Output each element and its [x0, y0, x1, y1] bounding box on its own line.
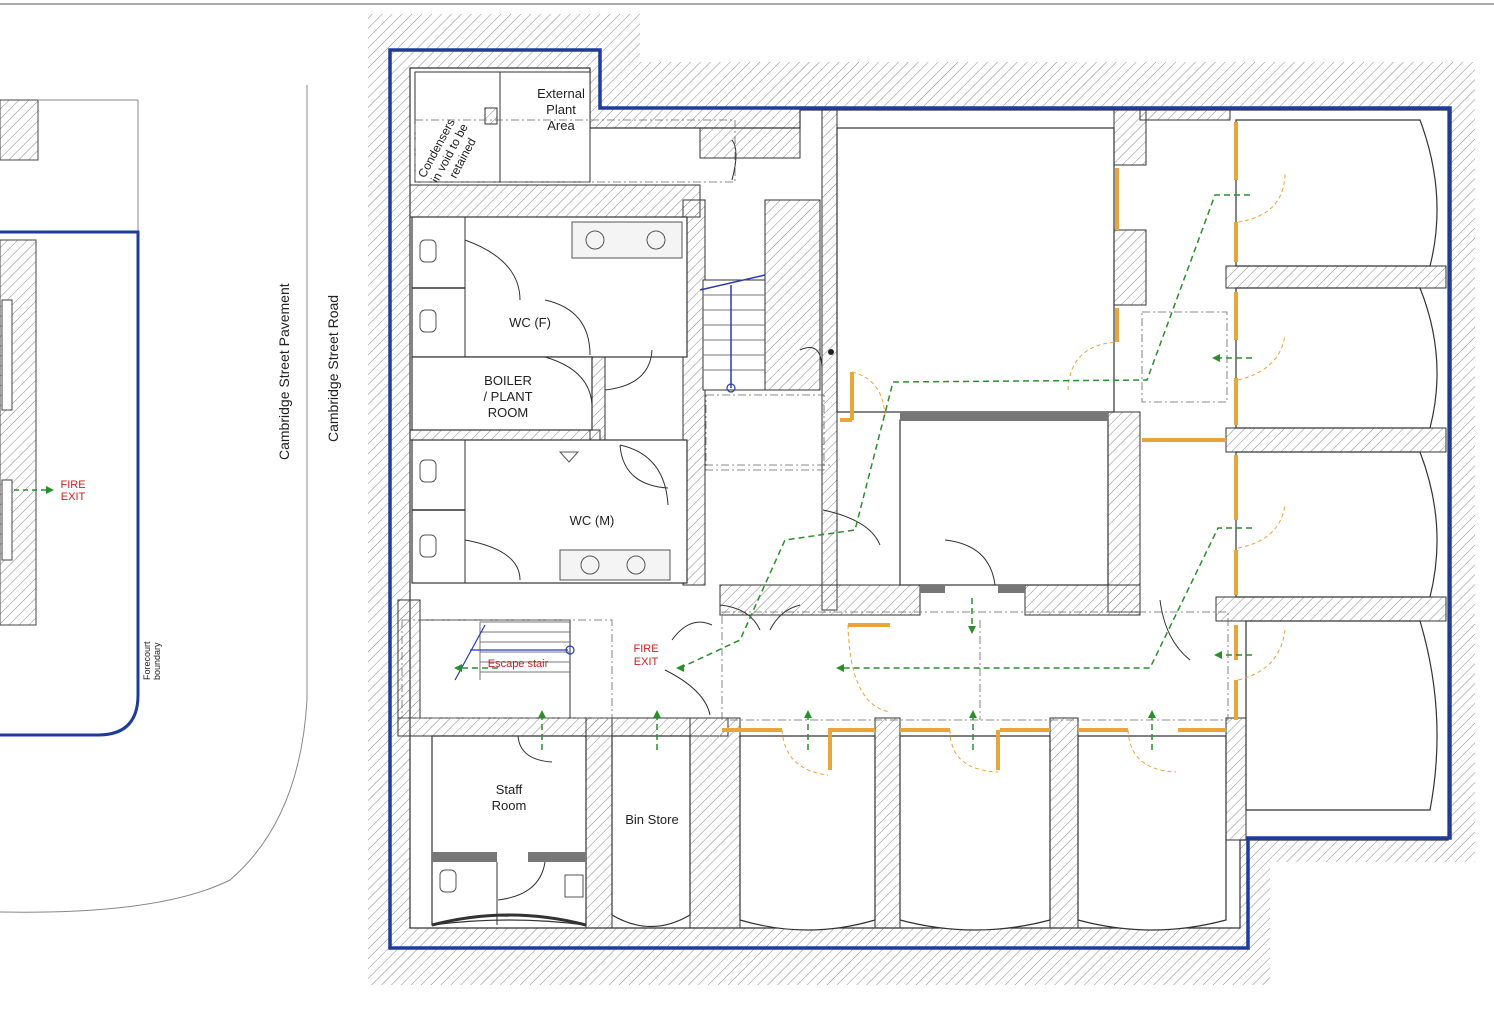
svg-text:ROOM: ROOM [488, 405, 528, 420]
room-central [899, 419, 1109, 586]
kerb-line [0, 85, 308, 913]
svg-text:External: External [537, 86, 585, 101]
escape-arrowheads [454, 354, 1222, 718]
svg-text:BOILER: BOILER [484, 373, 532, 388]
door-swings [497, 139, 1191, 901]
site-boundary-main [388, 48, 1452, 950]
room-external-plant: External Plant Area [499, 71, 591, 183]
svg-text:Bin Store: Bin Store [625, 812, 678, 827]
svg-text:Plant: Plant [546, 102, 576, 117]
escape-stair: Escape stair [419, 619, 575, 719]
room-staff: Staff Room [431, 735, 587, 927]
svg-text:WC (F): WC (F) [509, 315, 551, 330]
escape-routes [458, 194, 1252, 750]
south-vaults [739, 735, 1227, 931]
east-vaults [1235, 119, 1438, 811]
internal-walls [397, 109, 1447, 929]
room-boiler: BOILER / PLANT ROOM [411, 356, 593, 431]
svg-text:Room: Room [492, 798, 527, 813]
room-north-large [836, 127, 1115, 413]
neighbour-building [0, 99, 139, 626]
street-pavement-label: Cambridge Street Pavement [276, 283, 292, 460]
main-fire-exit-label: FIRE [633, 643, 658, 655]
site-boundary-left [0, 230, 140, 737]
svg-text:WC (M): WC (M) [570, 513, 615, 528]
room-condensers: Condensers in void to be retained [414, 71, 501, 185]
svg-text:/ PLANT: / PLANT [483, 389, 532, 404]
service-lines [401, 119, 1229, 721]
room-bin-store: Bin Store [611, 735, 691, 928]
forecourt-boundary-label: Forecourt [142, 641, 152, 680]
left-fire-exit-label: FIRE [60, 479, 85, 491]
room-wc-m: WC (M) [411, 439, 688, 584]
internal-stair [699, 274, 766, 393]
svg-text:EXIT: EXIT [634, 656, 659, 668]
svg-text:Escape stair: Escape stair [488, 658, 549, 670]
svg-text:EXIT: EXIT [61, 491, 86, 503]
svg-text:Staff: Staff [496, 782, 523, 797]
svg-text:Area: Area [547, 118, 575, 133]
fire-doors [722, 122, 1238, 770]
svg-text:boundary: boundary [152, 642, 162, 680]
room-wc-f: WC (F) [411, 216, 688, 358]
street-road-label: Cambridge Street Road [325, 295, 341, 442]
fire-door-swings [781, 171, 1286, 776]
